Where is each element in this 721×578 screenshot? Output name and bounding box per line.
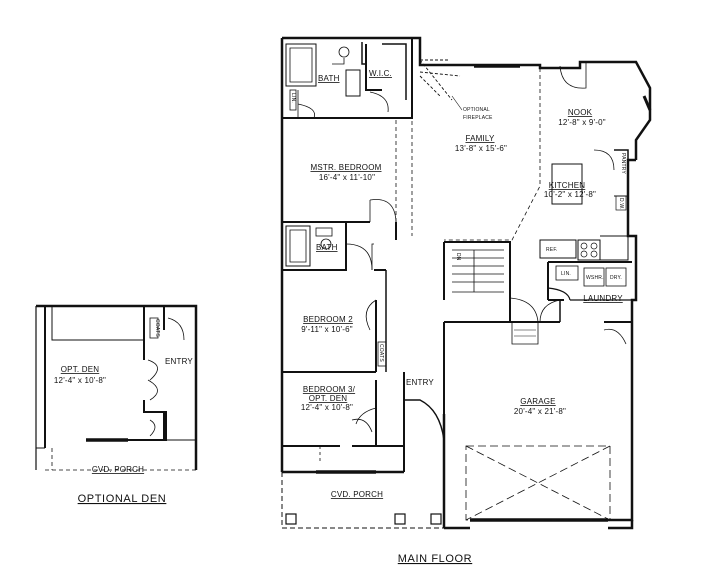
bedroom2-size: 9'-11" x 10'-6" [301, 325, 353, 334]
den-room-name: OPT. DEN [61, 365, 100, 374]
main-porch-label: CVD. PORCH [331, 490, 383, 499]
optional-den-title: OPTIONAL DEN [78, 493, 167, 505]
bedroom2-name: BEDROOM 2 [303, 315, 353, 324]
master-bedroom-name: MSTR. BEDROOM [310, 163, 381, 172]
fireplace-label-line2: FIREPLACE [463, 115, 493, 121]
main-floor-title: MAIN FLOOR [398, 553, 472, 565]
master-bedroom-size: 16'-4" x 11'-10" [319, 173, 375, 182]
kitchen-size: 10'-2" x 12'-8" [544, 190, 596, 199]
master-bath-label: BATH [318, 74, 340, 83]
dryer-label: DRY. [610, 275, 622, 281]
den-coats-label: COATS [154, 319, 160, 337]
den-entry-label: ENTRY [165, 357, 193, 366]
garage-name: GARAGE [520, 397, 555, 406]
pantry-label: PANTRY [620, 153, 626, 174]
stair-dn-label: DN [455, 253, 461, 261]
fireplace-label-line1: OPTIONAL [463, 107, 490, 113]
main-floor-plan [280, 36, 652, 530]
den-room-size: 12'-4" x 10'-8" [54, 376, 106, 385]
hall-bath-label: BATH [316, 243, 338, 252]
dw-label: D.W. [618, 198, 624, 210]
den-porch-label: CVD. PORCH [92, 465, 144, 474]
family-name: FAMILY [465, 134, 495, 143]
nook-name: NOOK [568, 108, 593, 117]
ref-label: REF. [546, 247, 558, 253]
bedroom2-coats-label: COATS [378, 344, 384, 362]
family-size: 13'-8" x 15'-6" [455, 144, 507, 153]
optional-den-plan [35, 304, 198, 471]
kitchen-name: KITCHEN [549, 181, 586, 190]
wic-label: W.I.C. [369, 69, 392, 78]
nook-size: 12'-8" x 9'-0" [558, 118, 606, 127]
bedroom3-name-line2: OPT. DEN [309, 394, 348, 403]
garage-size: 20'-4" x 21'-8" [514, 407, 566, 416]
entry-label: ENTRY [406, 378, 434, 387]
main-floor-labels: BATH W.I.C. LIN. OPTIONAL FIREPLACE NOOK… [290, 69, 626, 499]
master-lin-label: LIN. [290, 93, 296, 103]
laundry-label: LAUNDRY [583, 294, 623, 303]
bedroom3-size: 12'-4" x 10'-8" [301, 403, 353, 412]
washer-label: WSHR. [586, 275, 604, 281]
laundry-lin-label: LIN. [561, 271, 571, 277]
bedroom3-name-line1: BEDROOM 3/ [303, 385, 356, 394]
